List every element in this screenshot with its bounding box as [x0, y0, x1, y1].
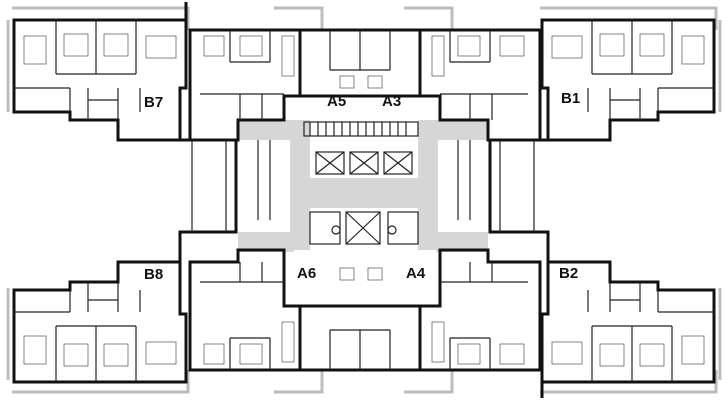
- unit-label-b8: B8: [144, 266, 163, 283]
- unit-label-a4: A4: [406, 265, 426, 282]
- unit-label-a6: A6: [297, 265, 316, 282]
- unit-label-b2: B2: [559, 265, 578, 282]
- furniture: [23, 33, 705, 367]
- unit-labels: B7 A5 A3 B1 B8 A6 A4 B2: [144, 90, 580, 283]
- unit-label-b7: B7: [144, 94, 163, 111]
- corridor-core: [238, 120, 488, 252]
- unit-label-b1: B1: [561, 90, 580, 107]
- partitions: [14, 20, 714, 382]
- unit-label-a5: A5: [327, 93, 346, 110]
- unit-label-a3: A3: [382, 93, 401, 110]
